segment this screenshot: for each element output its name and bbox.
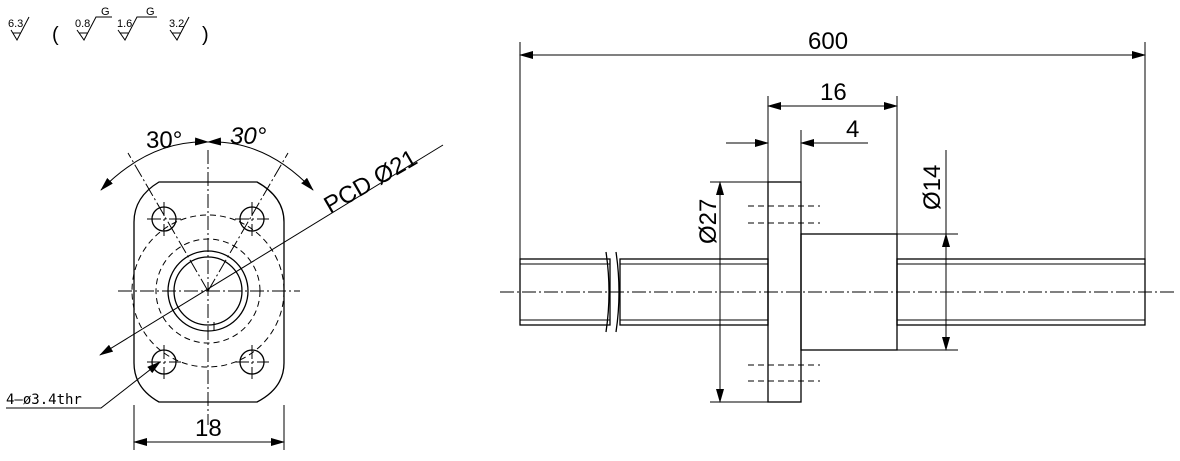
flange-thickness-dimension: 4 <box>846 116 859 143</box>
screw-shaft <box>519 251 1146 333</box>
front-view: 30° 30° PCD Ø21 4–ø3.4thr 18 <box>6 123 444 450</box>
bore-outer <box>167 250 249 332</box>
surface-finish-symbol-2: 1.6 G <box>117 6 157 41</box>
surface-finish-symbol-main: 6.3 <box>8 16 30 42</box>
mounting-hole <box>235 345 269 379</box>
surface-finish-value: 0.8 <box>75 18 90 30</box>
bore-inner <box>173 256 243 326</box>
nut-body <box>800 233 898 351</box>
pcd-label: PCD Ø21 <box>320 144 422 219</box>
angle-line-left <box>127 152 209 292</box>
angle-arc-right <box>207 137 314 191</box>
angle-label-left: 30° <box>146 127 182 154</box>
hole-note: 4–ø3.4thr <box>6 392 82 408</box>
mounting-hole <box>147 202 181 236</box>
flange-diameter-dimension: Ø27 <box>695 199 722 244</box>
flange-outline <box>133 181 285 403</box>
surface-finish-grade: G <box>101 6 110 18</box>
nut-length-dimension: 16 <box>820 79 847 106</box>
angle-label-right: 30° <box>230 123 267 150</box>
angle-arc-left <box>100 137 209 191</box>
side-view: 600 16 4 Ø27 Ø14 <box>500 28 1175 403</box>
open-paren: ( <box>52 24 59 46</box>
hole-leader <box>6 361 161 409</box>
surface-finish-value: 3.2 <box>169 18 184 30</box>
surface-finish-value: 6.3 <box>8 18 23 30</box>
surface-finish-grade: G <box>146 6 155 18</box>
length-dimension: 600 <box>808 28 848 55</box>
width-dimension: 18 <box>195 415 222 442</box>
surface-finish-symbol-3: 3.2 <box>169 16 190 41</box>
mounting-hole <box>235 202 269 236</box>
close-paren: ) <box>202 24 209 46</box>
angle-line-right <box>207 152 289 292</box>
surface-finish-legend: 6.3 ( 0.8 G 1.6 G 3.2 ) <box>8 6 209 46</box>
pcd-circle <box>131 214 285 368</box>
mounting-hole <box>147 345 181 379</box>
thread-circle <box>155 238 261 344</box>
surface-finish-symbol-1: 0.8 G <box>75 6 112 41</box>
surface-finish-value: 1.6 <box>117 18 132 30</box>
pcd-leader <box>99 144 444 356</box>
nut-diameter-dimension: Ø14 <box>919 165 946 210</box>
